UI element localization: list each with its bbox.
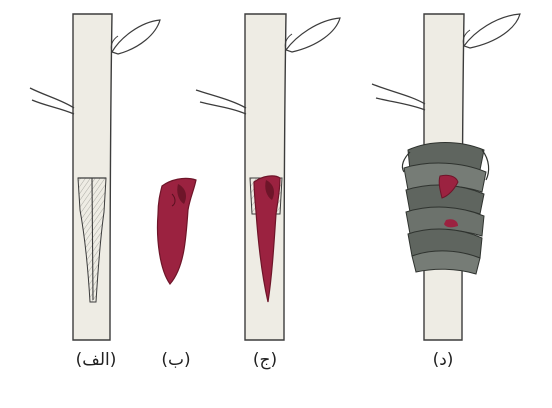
stem-c-leaf bbox=[286, 18, 340, 52]
stem-c bbox=[196, 14, 340, 340]
bud-shield bbox=[158, 178, 197, 284]
stem-a bbox=[30, 14, 160, 340]
label-c: (ج) bbox=[253, 350, 277, 370]
stem-c-branch bbox=[196, 90, 246, 114]
stem-d-leaf bbox=[464, 14, 520, 48]
stem-a-leaf bbox=[112, 20, 160, 54]
stem-d-branch bbox=[372, 84, 425, 110]
label-a: (الف) bbox=[76, 350, 117, 370]
label-d: (د) bbox=[433, 350, 454, 370]
wrap-tape bbox=[402, 143, 488, 275]
stem-d bbox=[372, 14, 520, 340]
stem-a-branch bbox=[30, 88, 74, 114]
label-b: (ب) bbox=[161, 350, 190, 370]
bud-shield-b bbox=[158, 178, 197, 284]
